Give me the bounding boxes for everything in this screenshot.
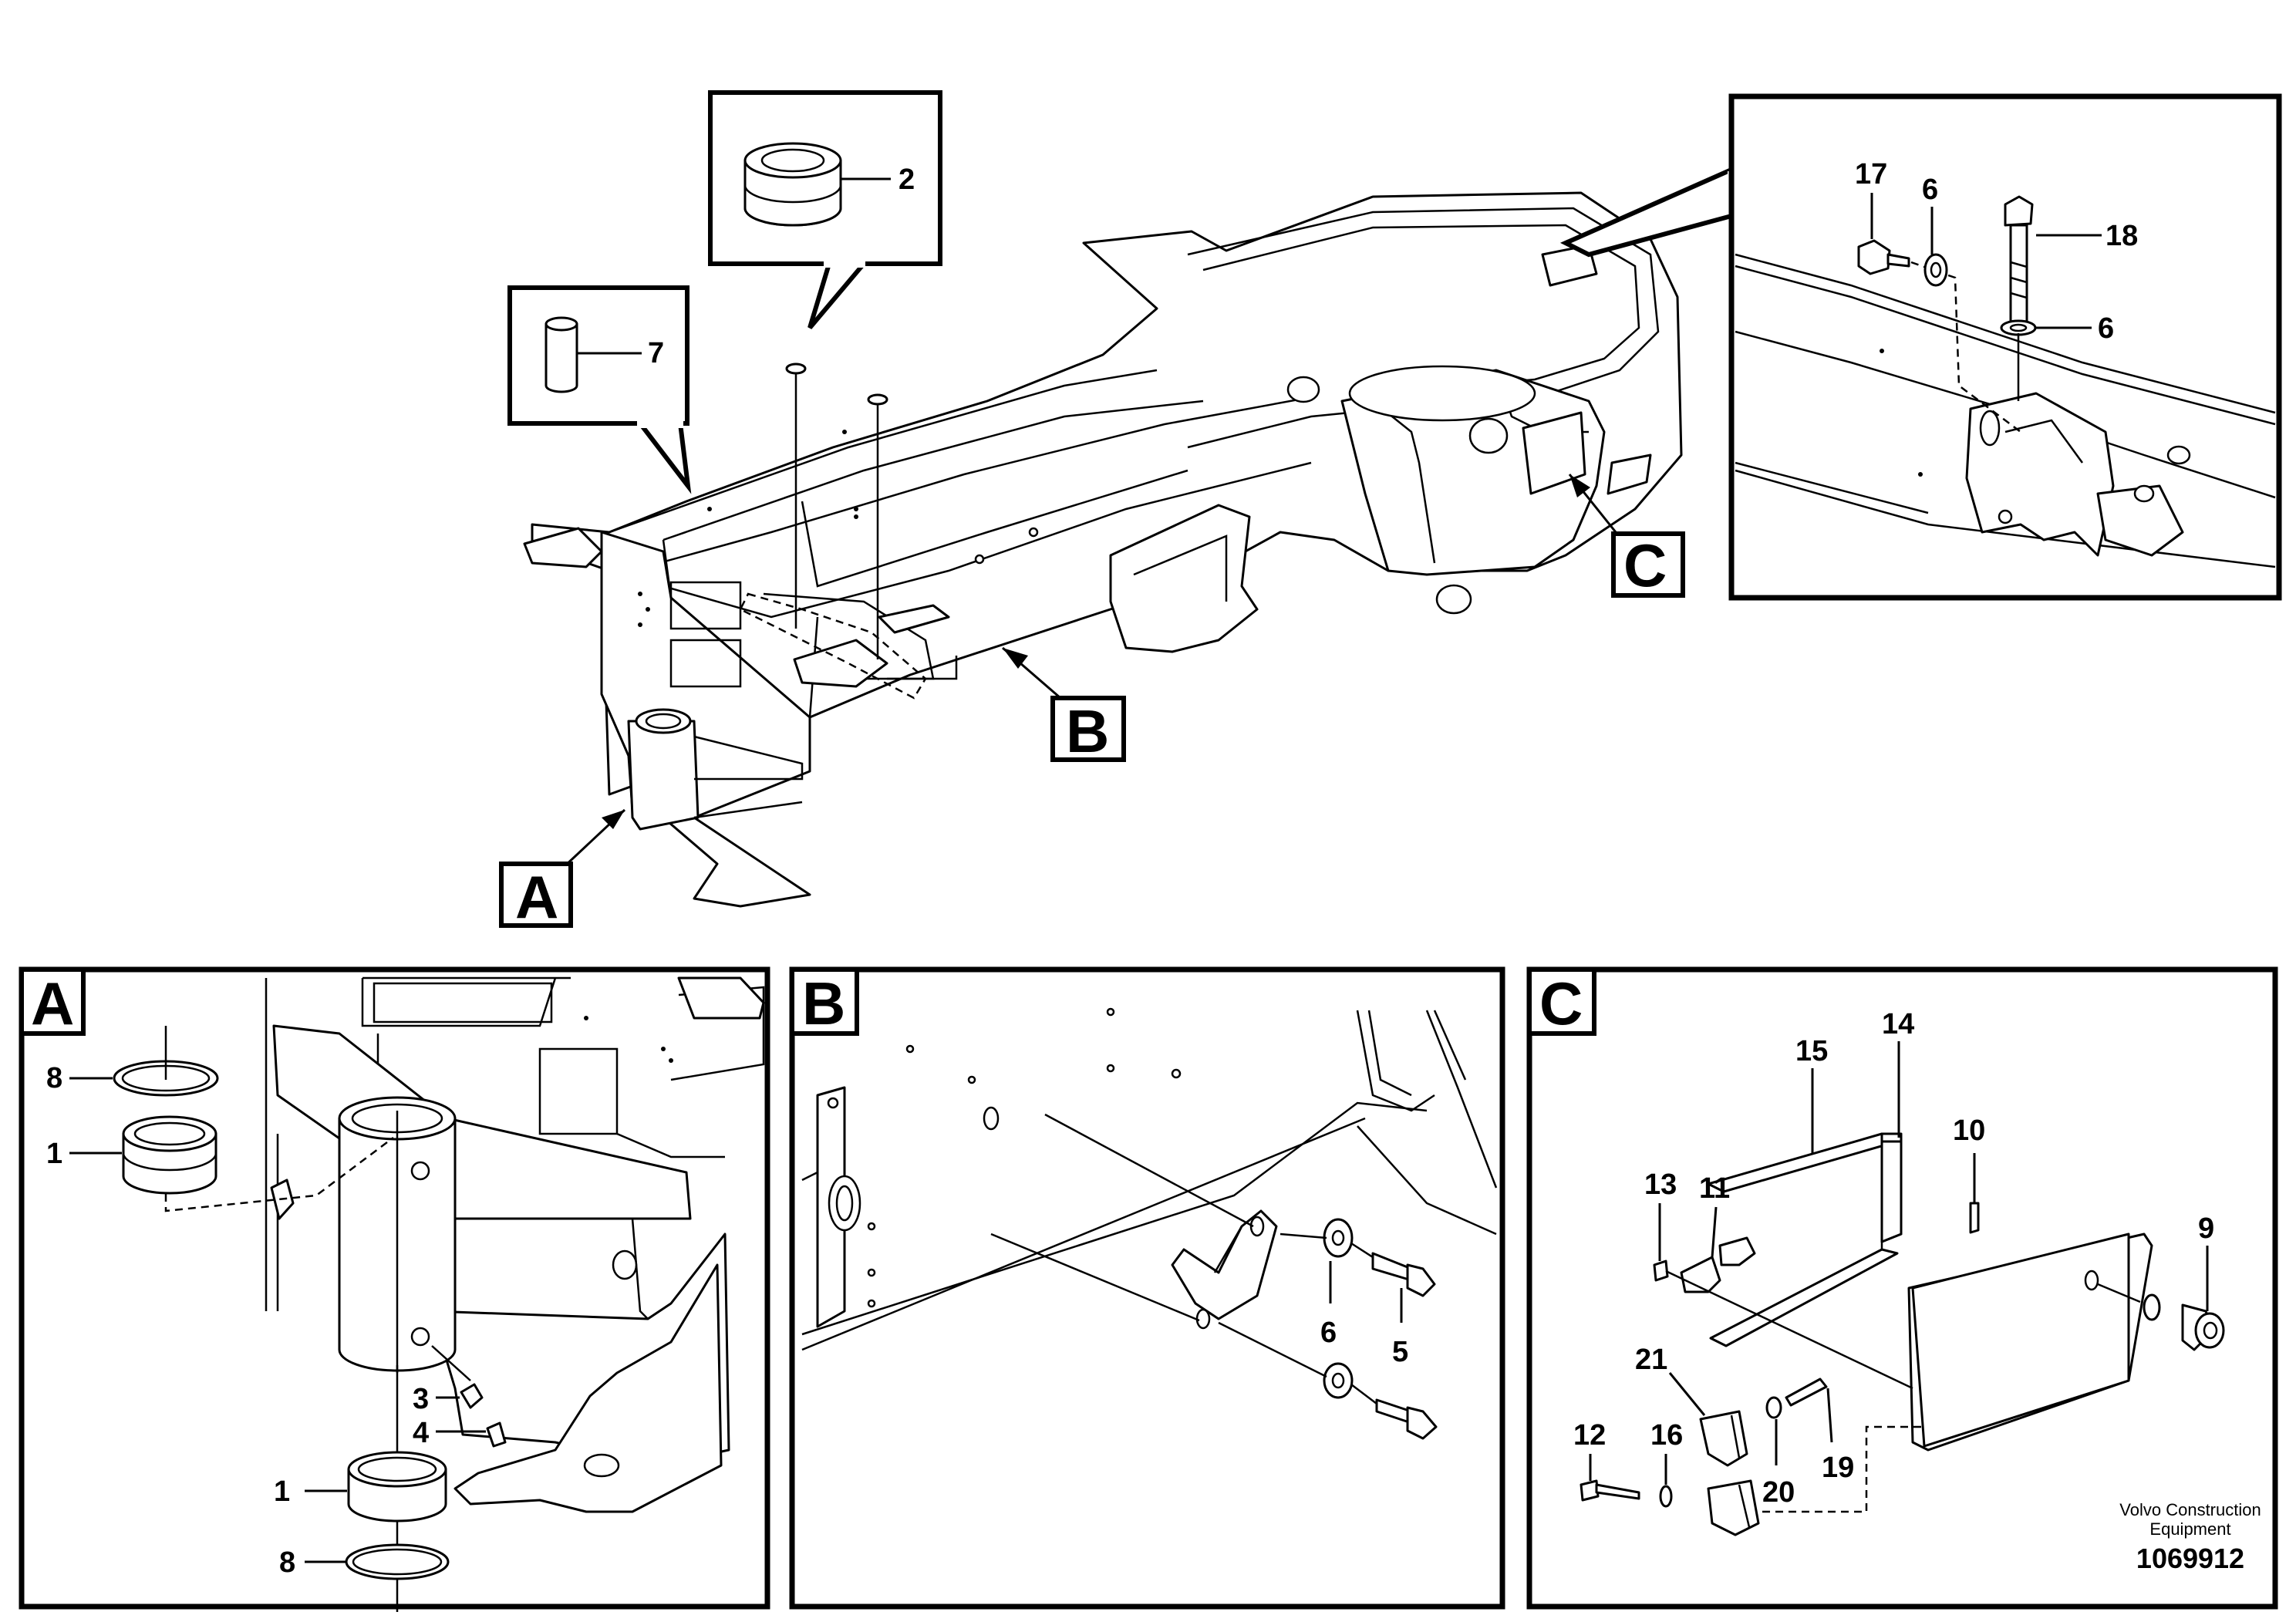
label-callouts-detail_c-c21: 21 [1635,1344,1667,1376]
callout-box-7: 7 [507,285,692,494]
label-callouts-detail_c-c11: 11 [1699,1172,1730,1205]
main-frame-assembly [523,191,1683,908]
label-callouts-detail_a-c8b: 8 [279,1546,295,1579]
label-callouts-main_c-c17: 17 [1855,158,1887,191]
detail-panel-b: B [789,966,1505,1610]
callout-box-2: 2 [708,90,942,329]
label-callouts-detail_a-c8a: 8 [46,1062,62,1094]
label-callouts-detail_c-c16: 16 [1650,1419,1683,1452]
view-label-c: C [1568,474,1685,599]
detail-hinge-box: 17 6 18 6 [1559,93,2282,601]
label-callouts-detail_c-c15: 15 [1795,1035,1828,1067]
label-callouts-main_c-c6a: 6 [1922,174,1938,206]
label-callouts-detail_b-c6: 6 [1320,1317,1337,1349]
label-callouts-detail_c-c14: 14 [1882,1008,1914,1040]
label-panel_labels-a: A [31,969,74,1037]
label-callouts-detail_c-c12: 12 [1573,1419,1606,1452]
brand-line-1: Volvo Construction [2119,1500,2261,1519]
label-callouts-detail_c-c9: 9 [2198,1212,2214,1245]
document-number: 1069912 [2136,1543,2244,1574]
label-callouts-detail_c-c10: 10 [1953,1114,1985,1147]
brand-line-2: Equipment [2149,1519,2230,1539]
label-view_labels-b: B [1066,697,1109,765]
view-label-a: A [499,808,626,931]
label-panel_labels-c: C [1539,969,1583,1037]
label-callouts-detail_a-c1b: 1 [274,1475,290,1508]
view-label-b: B [1002,646,1126,765]
label-callouts-main_c-c18: 18 [2106,220,2138,252]
label-callouts-detail_c-c13: 13 [1644,1168,1677,1201]
label-callouts-detail_b-c5: 5 [1392,1336,1408,1368]
callout-7: 7 [648,337,664,369]
callout-2: 2 [899,164,915,196]
label-view_labels-a: A [515,863,558,931]
detail-panel-c: C 15 14 10 9 13 11 [1526,966,2278,1610]
detail-panel-a: A [19,966,770,1612]
label-callouts-detail_a-c4: 4 [413,1417,429,1449]
label-callouts-detail_a-c1a: 1 [46,1138,62,1170]
label-callouts-detail_c-c19: 19 [1822,1452,1854,1484]
label-panel_labels-b: B [802,969,845,1037]
label-callouts-detail_c-c20: 20 [1762,1476,1795,1509]
label-callouts-main_c-c6b: 6 [2098,312,2114,345]
label-view_labels-c: C [1623,531,1667,599]
label-callouts-detail_a-c3: 3 [413,1383,429,1415]
